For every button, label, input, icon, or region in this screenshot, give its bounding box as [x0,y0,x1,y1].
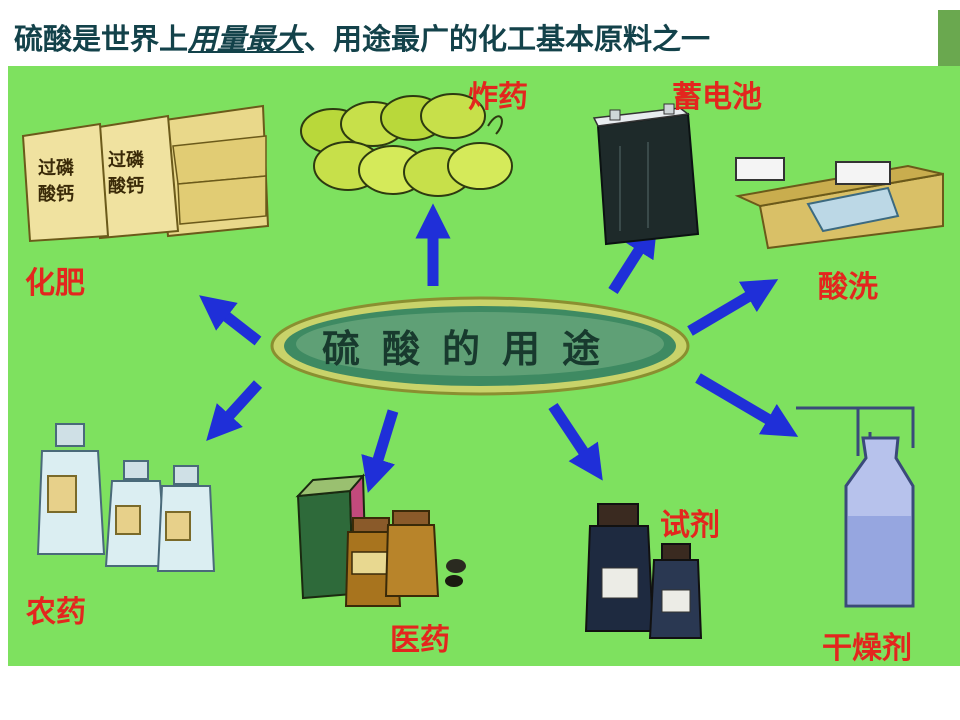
title-bar [8,10,938,66]
fertilizer-bags-illustration: 过磷 酸钙 过磷 酸钙 [21,104,270,243]
uses-diagram: 过磷 酸钙 过磷 酸钙 [21,93,944,639]
arrow-medicine [361,409,399,493]
center-label: 硫酸的用途 [321,325,622,371]
explosive-bundle-illustration [300,93,513,197]
label-battery: 蓄电池 [672,80,762,115]
label-medicine: 医药 [390,623,450,658]
center-oval [270,296,690,396]
arrow-pickling [687,279,779,336]
bag-text-right: 过磷 [108,149,145,171]
title-part1: 硫酸是世界上 [14,22,189,56]
arrow-pesticide [206,380,263,442]
label-fertilizer: 化肥 [25,266,85,301]
label-pickling: 酸洗 [818,270,878,305]
arrow-reagent [548,402,603,481]
reagent-bottles-illustration [584,503,703,639]
label-explosive: 炸药 [468,80,528,115]
title-bar-accent [938,10,960,66]
pickling-tank-illustration [734,157,944,250]
label-reagent: 试剂 [660,508,720,543]
battery-illustration [592,103,700,246]
label-desiccant: 干燥剂 [822,631,912,666]
arrow-fertilizer [199,295,262,346]
title-part2: 、用途最广的化工基本原料之一 [304,22,711,56]
drying-bottle-illustration [796,406,915,608]
arrow-battery [608,221,658,294]
label-pesticide: 农药 [26,595,86,630]
bag-text-left: 过磷 [38,157,75,179]
svg-text:酸钙: 酸钙 [38,183,74,205]
arrow-desiccant [695,373,799,437]
svg-text:酸钙: 酸钙 [108,175,144,197]
title-emphasis: 用量最大 [188,22,305,56]
pesticide-bottles-illustration [36,423,216,572]
medicine-illustration [295,473,466,607]
slide-title: 硫酸是世界上用量最大、用途最广的化工基本原料之一 [14,16,710,58]
